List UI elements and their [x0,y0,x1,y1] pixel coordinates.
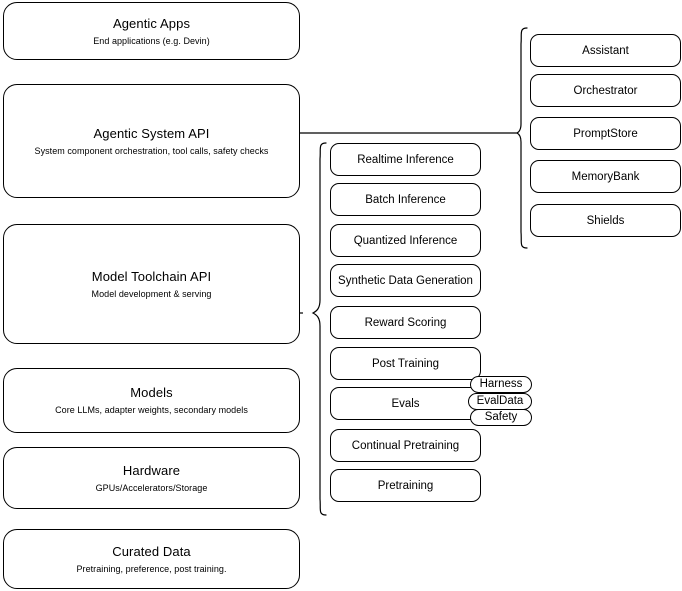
chip-label: Reward Scoring [364,316,447,329]
layer-subtitle: Pretraining, preference, post training. [76,563,227,574]
chip-label: Batch Inference [365,193,446,206]
badge-evaldata[interactable]: EvalData [468,393,532,410]
chip-pretraining[interactable]: Pretraining [330,469,481,502]
layer-subtitle: System component orchestration, tool cal… [34,145,269,156]
layer-subtitle: GPUs/Accelerators/Storage [95,482,208,493]
chip-orchestrator[interactable]: Orchestrator [530,74,681,107]
chip-label: Continual Pretraining [351,439,460,452]
agentic-system-components-brace [515,27,528,249]
badge-safety[interactable]: Safety [470,409,532,426]
chip-promptstore[interactable]: PromptStore [530,117,681,150]
chip-synthetic-data-generation[interactable]: Synthetic Data Generation [330,264,481,297]
layer-title: Agentic System API [93,125,210,141]
layer-title: Models [130,385,173,400]
chip-label: MemoryBank [571,170,640,183]
chip-label: Shields [586,214,625,227]
badge-label: EvalData [476,395,524,407]
chip-label: Evals [391,397,420,410]
layer-title: Model Toolchain API [91,268,212,284]
layer-title: Hardware [122,462,181,478]
badge-label: Harness [479,378,523,390]
layer-subtitle: End applications (e.g. Devin) [93,35,210,46]
stack-layer-curated-data[interactable]: Curated Data Pretraining, preference, po… [3,529,300,589]
stack-layer-agentic-apps[interactable]: Agentic Apps End applications (e.g. Devi… [3,2,300,60]
chip-label: Orchestrator [573,84,638,97]
chip-assistant[interactable]: Assistant [530,34,681,67]
chip-memorybank[interactable]: MemoryBank [530,160,681,193]
chip-label: PromptStore [573,127,638,140]
stack-layer-model-toolchain-api[interactable]: Model Toolchain API Model development & … [3,224,300,344]
stack-layer-models[interactable]: Models Core LLMs, adapter weights, secon… [3,368,300,433]
chip-shields[interactable]: Shields [530,204,681,237]
chip-label: Realtime Inference [357,153,454,166]
layer-subtitle: Core LLMs, adapter weights, secondary mo… [55,405,248,415]
layer-subtitle: Model development & serving [91,288,212,299]
chip-reward-scoring[interactable]: Reward Scoring [330,306,481,339]
chip-batch-inference[interactable]: Batch Inference [330,183,481,216]
chip-label: Post Training [371,357,440,370]
layer-title: Agentic Apps [112,15,191,31]
chip-label: Assistant [582,44,629,57]
chip-label: Pretraining [377,479,434,492]
model-toolchain-components-brace [311,142,327,516]
chip-label: Synthetic Data Generation [338,274,473,287]
badge-harness[interactable]: Harness [470,376,532,393]
chip-evals[interactable]: Evals [330,387,481,420]
stack-layer-agentic-system-api[interactable]: Agentic System API System component orch… [3,84,300,198]
layer-title: Curated Data [112,543,191,559]
badge-label: Safety [484,411,518,423]
stack-layer-hardware[interactable]: Hardware GPUs/Accelerators/Storage [3,447,300,509]
chip-quantized-inference[interactable]: Quantized Inference [330,224,481,257]
chip-label: Quantized Inference [353,234,458,247]
chip-realtime-inference[interactable]: Realtime Inference [330,143,481,176]
chip-post-training[interactable]: Post Training [330,347,481,380]
chip-continual-pretraining[interactable]: Continual Pretraining [330,429,481,462]
